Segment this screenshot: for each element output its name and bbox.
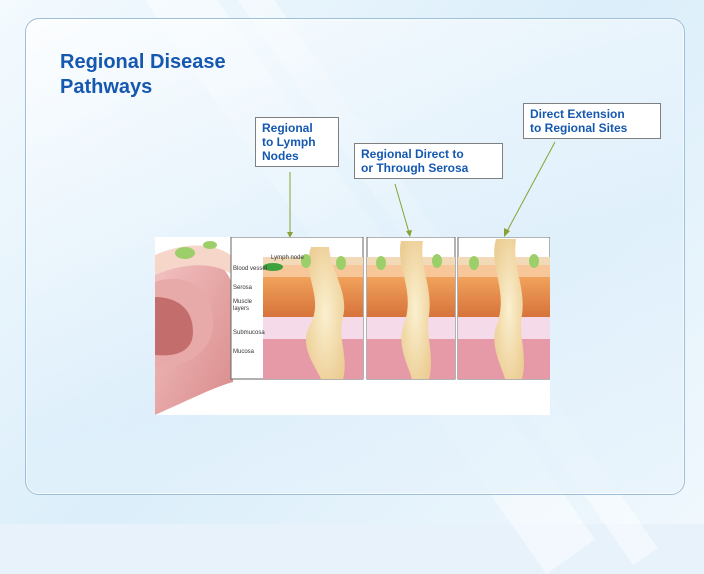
tissue-panel-1: Lymph node Blood vessel Serosa Muscle la… <box>231 237 363 379</box>
tissue-panel-2 <box>367 237 455 379</box>
label-serosa: Serosa <box>233 285 253 291</box>
leader-line <box>505 142 555 235</box>
label-submucosa: Submucosa <box>233 330 265 336</box>
tissue-panel-3 <box>458 237 550 379</box>
label-mucosa: Mucosa <box>233 349 255 355</box>
label-lymph-node: Lymph node <box>271 255 304 261</box>
colon-wall-illustration: Lymph node Blood vessel Serosa Muscle la… <box>155 237 550 415</box>
label-muscle: Muscle <box>233 299 253 305</box>
label-layers: layers <box>233 306 249 312</box>
leader-line <box>395 184 410 236</box>
arrowhead <box>406 230 412 237</box>
label-blood-vessel: Blood vessel <box>233 266 267 272</box>
arrowhead <box>504 228 510 237</box>
